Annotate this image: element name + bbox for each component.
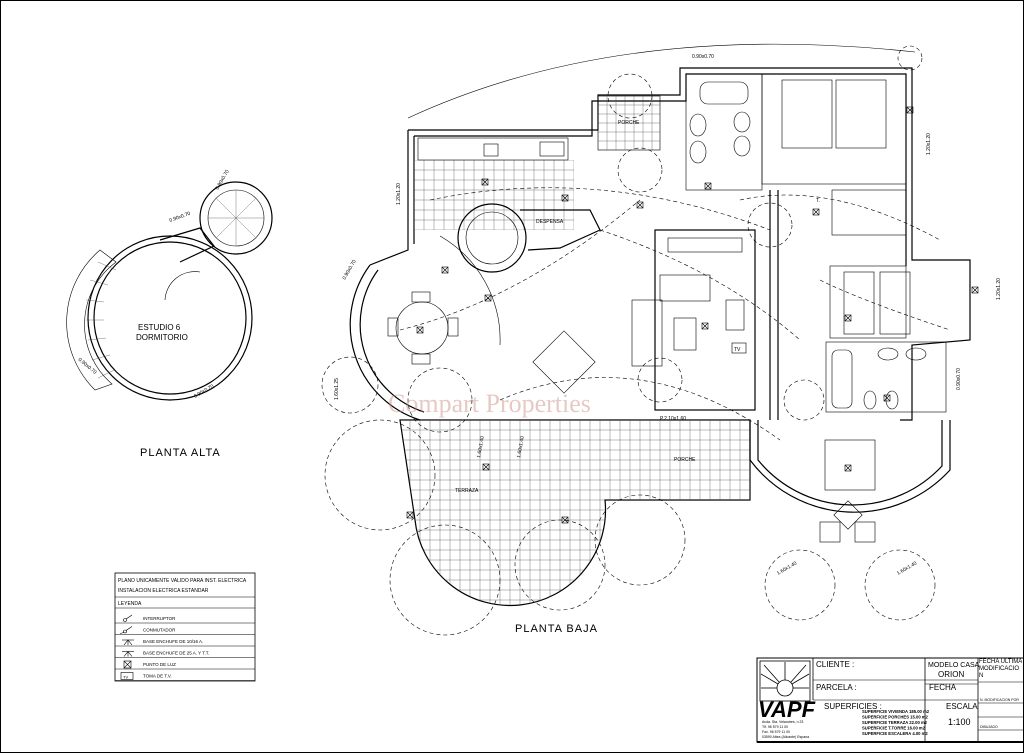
cliente-label: CLIENTE : — [816, 660, 854, 669]
window-label: 1.60x1.40 — [776, 560, 798, 576]
watermark: Compart Properties — [388, 389, 591, 418]
modelo-value: ORION — [938, 670, 964, 679]
window-label: 0.90x0.70 — [215, 169, 231, 191]
legend-item-label: INTERRUPTOR — [143, 616, 176, 621]
last-modified-label: FECHA ULTIMA MODIFICACION — [979, 659, 1022, 679]
stair-label: T. — [816, 198, 820, 204]
window-label: 1.20x1.20 — [926, 133, 932, 155]
parcela-label: PARCELA : — [816, 683, 857, 692]
legend-item-label: PUNTO DE LUZ — [143, 662, 176, 667]
light-point-icon — [812, 208, 820, 216]
logo-address: Fax. 96 579 11 00 — [762, 730, 790, 734]
modelo-label: MODELO CASA — [928, 662, 980, 669]
window-label: 0.90x0.70 — [692, 54, 714, 60]
socket-tt-icon — [122, 651, 134, 657]
door-label: P.2.10x1.60 — [660, 416, 686, 422]
room-label-porche-bottom: PORCHE — [674, 457, 696, 463]
legend-box: PLANO UNICAMENTE VALIDO PARA INST. ELECT… — [114, 572, 256, 682]
window-label: 0.90x0.70 — [77, 357, 98, 376]
ground-floor-plan: PORCHE DESPENSA TERRAZA PORCHE 0.90x0.70… — [321, 43, 1002, 636]
light-point-icon — [481, 178, 489, 186]
light-point-icon — [406, 511, 414, 519]
surface-row: SUPERFICIE T.TORRE 16.00 m2 — [862, 726, 926, 731]
escala-label: ESCALA — [946, 702, 978, 711]
commutator-icon — [119, 626, 133, 634]
window-label: 0.90x0.70 — [956, 368, 962, 390]
light-point-icon — [844, 314, 852, 322]
light-point-icon — [441, 266, 449, 274]
switch-icon — [123, 614, 133, 622]
window-label: 0.90x0.70 — [342, 259, 358, 281]
surface-row: SUPERFICIE ESCALERA 4.00 m2 — [862, 731, 928, 736]
company-logo — [759, 660, 811, 702]
socket-icon — [122, 639, 134, 646]
title-block: VAPF Avda. Sta. Velandres, n 23 Tlf. 96 … — [756, 657, 1024, 743]
tv-symbol: TV — [123, 675, 128, 680]
window-label: 1.20x1.20 — [996, 278, 1002, 300]
logo-address: 03590 Altea (Alicante) Espana — [762, 735, 809, 739]
logo-address: Avda. Sta. Velandres, n 23 — [762, 720, 803, 724]
logo-address: Tlf. 96 579 11 00 — [762, 725, 788, 729]
legend-note: INSTALACION ELECTRICA ESTANDAR — [118, 588, 209, 594]
light-point-icon — [636, 201, 644, 209]
ground-floor-title: PLANTA BAJA — [515, 623, 598, 635]
surface-row: SUPERFICIE PORCHES 15.00 m2 — [862, 715, 929, 720]
drawn-by-label: DIBUJADO — [980, 725, 998, 729]
window-label: 1.60x1.40 — [896, 560, 918, 576]
window-label: 1.20x1.20 — [396, 183, 402, 205]
room-label-estudio: ESTUDIO 6 — [138, 323, 181, 332]
legend-item-label: CONMUTADOR — [143, 628, 176, 633]
tv-socket-label: TV — [734, 347, 741, 353]
light-point-icon — [561, 194, 569, 202]
upper-floor-title: PLANTA ALTA — [140, 447, 221, 459]
fecha-label: FECHA — [929, 683, 957, 692]
room-label-terraza: TERRAZA — [455, 488, 479, 494]
light-point-icon — [561, 516, 569, 524]
light-point-icon — [844, 464, 852, 472]
room-label-porche-top: PORCHE — [618, 120, 640, 126]
upper-floor-plan: ESTUDIO 6 DORMITORIO 0.90x0.70 0.90x0.70… — [66, 169, 273, 459]
superficies-label: SUPERFICIES : — [824, 702, 882, 711]
logo-text: VAPF — [758, 697, 816, 722]
light-point-icon — [701, 322, 709, 330]
legend-note: PLANO UNICAMENTE VALIDO PARA INST. ELECT… — [118, 578, 247, 584]
light-point-icon — [484, 294, 492, 302]
legend-item-label: TOMA DE T.V. — [143, 674, 172, 679]
window-label: 1.60x1.25 — [334, 378, 340, 400]
tv-socket-icon: TV — [120, 672, 134, 680]
light-point-icon — [906, 106, 914, 114]
surface-row: SUPERFICIE VIVIENDA 185.00 m2 — [862, 709, 930, 714]
window-label: 0.90x0.70 — [169, 211, 192, 224]
room-label-dormitorio: DORMITORIO — [136, 333, 188, 342]
light-point-icon — [704, 182, 712, 190]
light-point-icon — [482, 463, 490, 471]
legend-item-label: BASE ENCHUFE DE 25 A. Y T.T. — [143, 651, 209, 656]
surface-row: SUPERFICIE TERRAZA 22.00 m2 — [862, 720, 928, 725]
light-point-icon — [883, 394, 891, 402]
escala-value: 1:100 — [948, 717, 971, 727]
light-point-icon — [971, 286, 979, 294]
light-point-icon — [123, 660, 132, 669]
legend-item-label: BASE ENCHUFE DE 10/16 A. — [143, 639, 203, 644]
legend-heading: LEYENDA — [118, 601, 142, 607]
room-label-despensa: DESPENSA — [536, 219, 564, 225]
modification-label: N. MODIFICACION POR — [980, 698, 1019, 702]
window-label: 1.60x1.40 — [476, 435, 486, 458]
light-point-icon — [416, 326, 424, 334]
window-label: 1.60x1.40 — [516, 435, 526, 458]
